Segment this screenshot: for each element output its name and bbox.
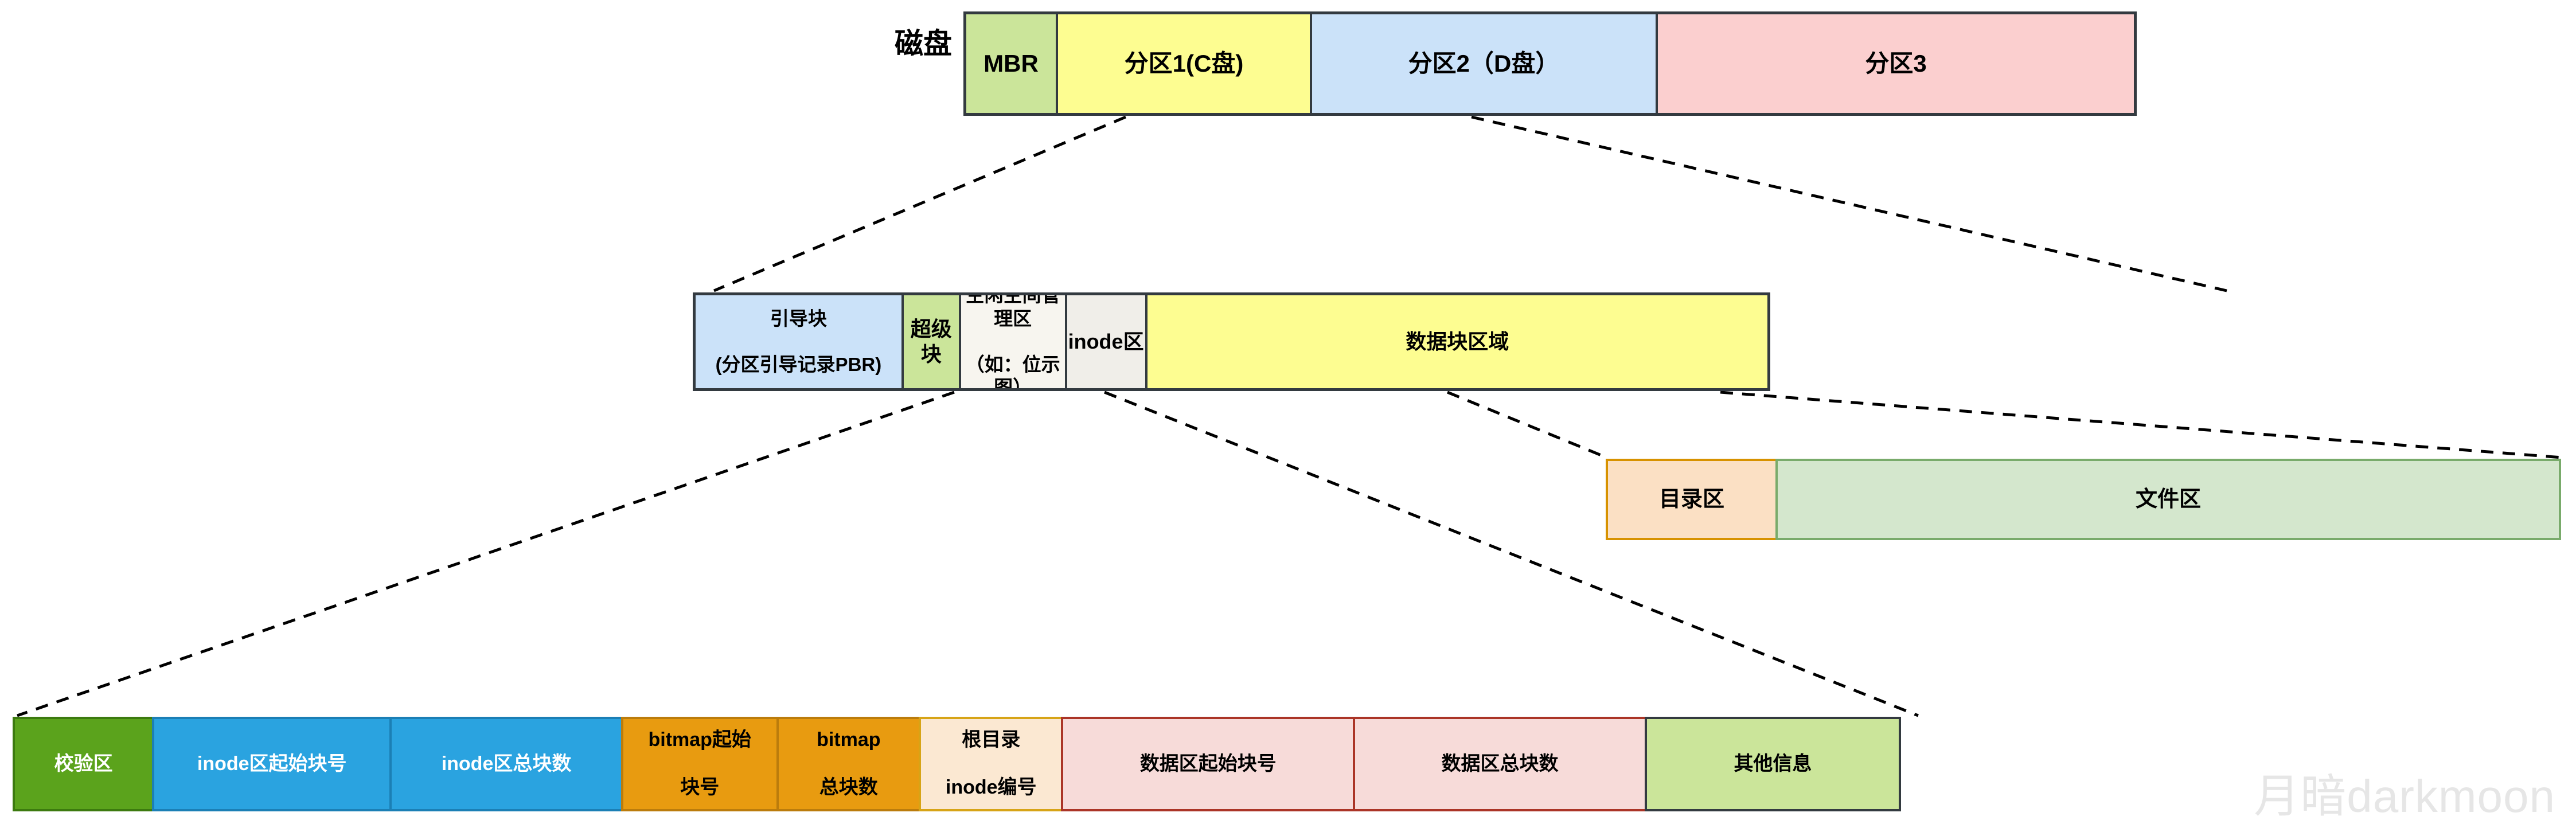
partition-cell-label: 超级块 <box>910 317 952 366</box>
disk-cell-label: 分区2（D盘） <box>1408 50 1560 77</box>
disk-cell-4: 分区3 <box>1658 14 2134 113</box>
partition-cell-label: 空闲空间管理区 <box>966 295 1060 329</box>
superblock-cell-3: inode区总块数 <box>389 717 623 811</box>
superblock-cell-label: inode区起始块号 <box>197 752 347 775</box>
datablock-cell-label: 文件区 <box>2135 487 2201 511</box>
partition-cell-3: 空闲空间管理区 （如：位示图） <box>961 295 1067 388</box>
superblock-cell-label: 块号 <box>680 776 720 799</box>
superblock-cell-label: 其他信息 <box>1734 752 1812 775</box>
partition-cell-label: 引导块 <box>770 307 827 329</box>
partition-cell-2: 超级块 <box>903 295 961 388</box>
disk-partition-row: MBR 分区1(C盘) 分区2（D盘） 分区3 <box>963 11 2137 116</box>
partition-cell-label: (分区引导记录PBR) <box>715 354 882 376</box>
superblock-cell-label: bitmap <box>817 729 881 751</box>
superblock-fields-row: 校验区 inode区起始块号 inode区总块数 bitmap起始块号 bitmap 总块… <box>13 717 1919 811</box>
disk-cell-3: 分区2（D盘） <box>1312 14 1658 113</box>
superblock-cell-label: 数据区总块数 <box>1441 752 1559 775</box>
partition-layout-row: 引导块 (分区引导记录PBR) 超级块空闲空间管理区 （如：位示图） inode区 数据块… <box>693 292 1770 391</box>
superblock-cell-8: 数据区总块数 <box>1353 717 1647 811</box>
superblock-cell-1: 校验区 <box>13 717 155 811</box>
disk-label: 磁盘 <box>895 28 952 60</box>
superblock-cell-label: 根目录 <box>962 729 1021 751</box>
superblock-cell-9: 其他信息 <box>1644 717 1901 811</box>
data-block-region-row: 目录区 文件区 <box>1606 459 2563 540</box>
disk-cell-2: 分区1(C盘) <box>1058 14 1312 113</box>
superblock-cell-label: 校验区 <box>54 752 113 775</box>
partition-cell-4: inode区 <box>1067 295 1148 388</box>
superblock-cell-7: 数据区起始块号 <box>1061 717 1356 811</box>
watermark: 月暗darkmoon <box>2254 771 2555 822</box>
disk-cell-label: 分区1(C盘) <box>1124 50 1244 77</box>
datablock-expand-left <box>1447 390 1607 459</box>
superblock-cell-2: inode区起始块号 <box>152 717 392 811</box>
disk-cell-label: 分区3 <box>1865 50 1927 77</box>
superblock-cell-label: inode区总块数 <box>441 752 572 775</box>
superblock-expand-left <box>17 390 955 717</box>
superblock-expand-right <box>1104 390 1919 717</box>
disk-to-partition-right <box>1471 115 2227 292</box>
disk-cell-label: MBR <box>983 50 1039 77</box>
partition-cell-5: 数据块区域 <box>1147 295 1767 388</box>
superblock-cell-label: inode编号 <box>945 776 1037 799</box>
disk-cell-1: MBR <box>966 14 1058 113</box>
disk-to-partition-left <box>713 115 1126 292</box>
superblock-cell-label: bitmap起始 <box>648 729 751 751</box>
superblock-cell-label: 数据区起始块号 <box>1139 752 1277 775</box>
partition-cell-label: inode区 <box>1068 330 1144 354</box>
datablock-cell-label: 目录区 <box>1658 487 1724 511</box>
superblock-cell-4: bitmap起始块号 <box>620 717 779 811</box>
superblock-cell-label: 总块数 <box>819 776 878 799</box>
datablock-expand-right <box>1720 390 2563 459</box>
datablock-cell-2: 文件区 <box>1775 459 2561 540</box>
partition-cell-label: （如：位示图） <box>965 354 1060 388</box>
datablock-cell-1: 目录区 <box>1606 459 1778 540</box>
superblock-cell-6: 根目录 inode编号 <box>919 717 1064 811</box>
superblock-cell-5: bitmap 总块数 <box>776 717 922 811</box>
partition-cell-1: 引导块 (分区引导记录PBR) <box>696 295 904 388</box>
partition-cell-label: 数据块区域 <box>1406 330 1509 354</box>
